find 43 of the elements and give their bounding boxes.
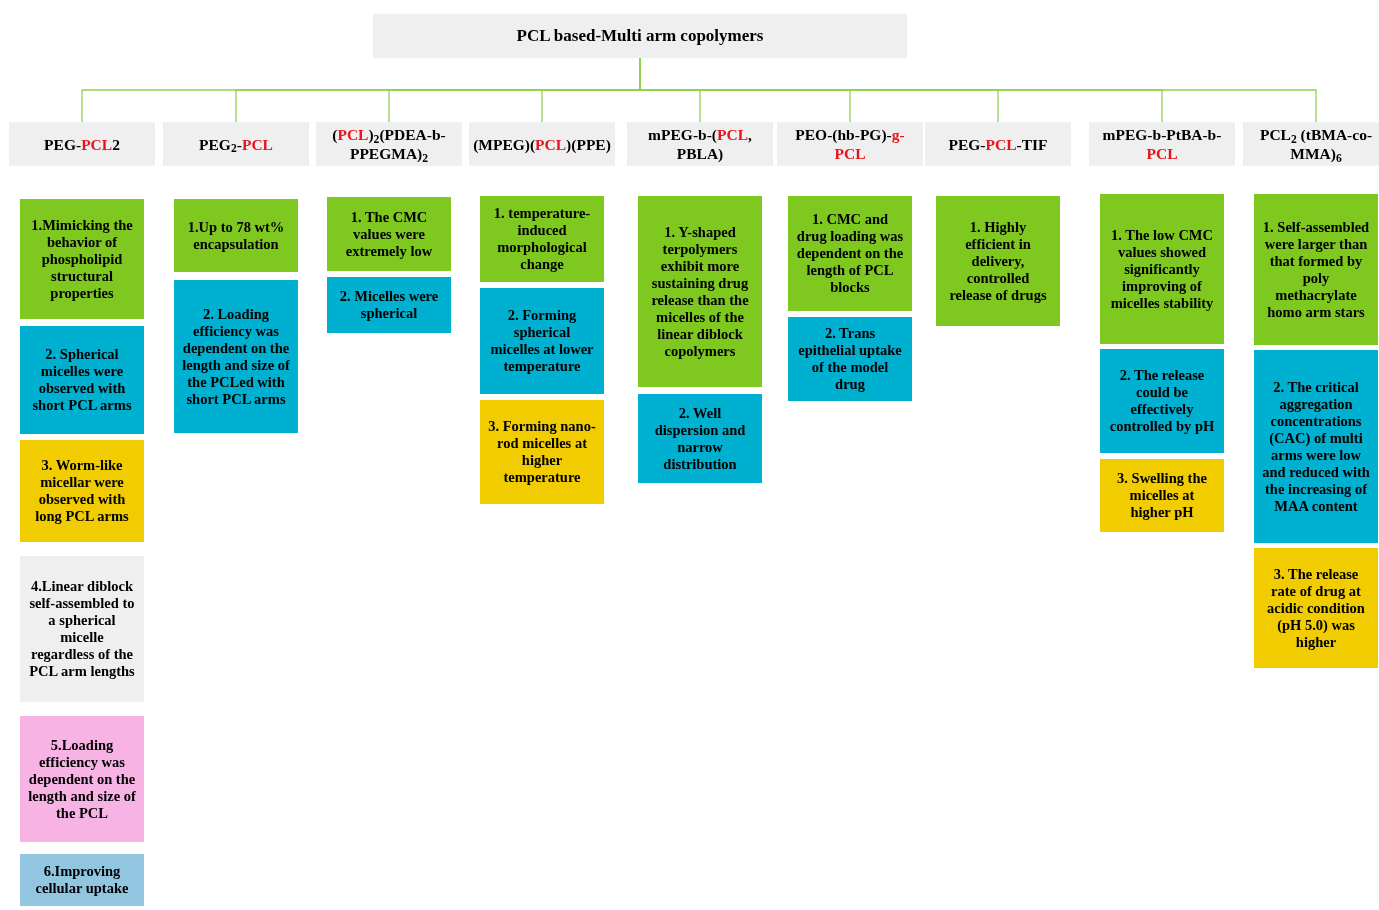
finding-box: 2. Loading efficiency was dependent on the length and size of the PCLed with short PCL arms	[174, 280, 298, 433]
header-label: (MPEG)(PCL)(PPE)	[473, 134, 611, 154]
finding-box: 2. Micelles were spherical	[327, 277, 451, 333]
header-label: PEG$_{2}$-PCL	[199, 134, 273, 154]
finding-box: 2. The critical aggregation concentrations (CAC) of multi arms were low and reduced with the increasing of MAA content	[1254, 350, 1378, 543]
header-label: mPEG-b-PtBA-b-PCL	[1101, 125, 1223, 163]
finding-box: 3. The release rate of drug at acidic condition (pH 5.0) was higher	[1254, 548, 1378, 668]
finding-box: 1.Mimicking the behavior of phospholipid structural properties	[20, 199, 144, 319]
header-label: PEO-(hb-PG)-g-PCL	[794, 125, 906, 163]
title-box: PCL based-Multi arm copolymers	[373, 14, 907, 58]
category-box	[777, 122, 923, 166]
category-box	[163, 122, 309, 166]
finding-box: 2. Trans epithelial uptake of the model drug	[788, 317, 912, 401]
finding-box: 1. Highly efficient in delivery, controlled release of drugs	[936, 196, 1060, 326]
header-label: PEG-PCL-TIF	[948, 134, 1048, 154]
finding-box: 2. Spherical micelles were observed with short PCL arms	[20, 326, 144, 434]
header-label: PCL$_{2}$ (tBMA-co-MMA)$_{6}$	[1258, 125, 1374, 163]
finding-box: 1. Self-assembled were larger than that formed by poly methacrylate homo arm stars	[1254, 194, 1378, 345]
finding-box: 5.Loading efficiency was dependent on the length and size of the PCL	[20, 716, 144, 842]
finding-box: 1. The CMC values were extremely low	[327, 197, 451, 271]
finding-box: 1. The low CMC values showed significantly improving of micelles stability	[1100, 194, 1224, 344]
finding-box: 6.Improving cellular uptake	[20, 854, 144, 906]
category-box	[469, 122, 615, 166]
finding-box: 3. Worm-like micellar were observed with long PCL arms	[20, 440, 144, 542]
finding-box: 2. The release could be effectively controlled by pH	[1100, 349, 1224, 453]
finding-box: 1. CMC and drug loading was dependent on the length of PCL blocks	[788, 196, 912, 311]
category-box	[1243, 122, 1379, 166]
category-box	[316, 122, 462, 166]
category-box	[627, 122, 773, 166]
finding-box: 3. Swelling the micelles at higher pH	[1100, 459, 1224, 532]
finding-box: 1.Up to 78 wt% encapsulation	[174, 199, 298, 272]
finding-box: 1. temperature-induced morphological change	[480, 196, 604, 282]
finding-box: 2. Forming spherical micelles at lower temperature	[480, 288, 604, 394]
finding-box: 2. Well dispersion and narrow distribution	[638, 394, 762, 483]
finding-box: 4.Linear diblock self-assembled to a spherical micelle regardless of the PCL arm lengths	[20, 556, 144, 702]
category-box	[1089, 122, 1235, 166]
header-label: mPEG-b-(PCL, PBLA)	[647, 125, 753, 163]
finding-box: 1. Y-shaped terpolymers exhibit more sustaining drug release than the micelles of the linear diblock copolymers	[638, 196, 762, 387]
category-box	[925, 122, 1071, 166]
header-label: (PCL)$_{2}$(PDEA-b-PPEGMA)$_{2}$	[331, 125, 447, 163]
finding-box: 3. Forming nano-rod micelles at higher temperature	[480, 400, 604, 504]
category-box	[9, 122, 155, 166]
header-label: PEG-PCL2	[44, 134, 120, 154]
